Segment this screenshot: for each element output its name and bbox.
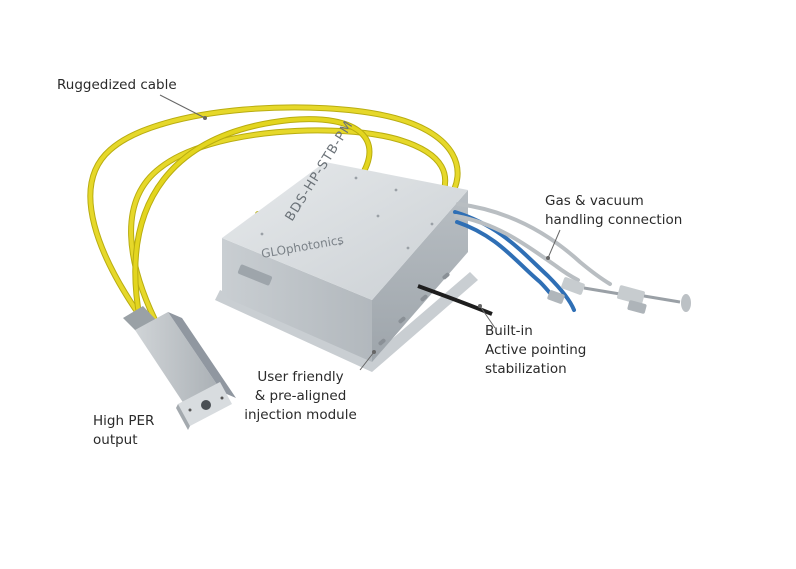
callout-injection-module: User friendly & pre-aligned injection mo… <box>238 368 363 425</box>
ruggedized-cable <box>87 104 461 333</box>
callout-line: Ruggedized cable <box>57 77 177 93</box>
callout-line: handling connection <box>545 212 683 228</box>
callout-line: stabilization <box>485 361 567 377</box>
callout-line: Active pointing <box>485 342 587 358</box>
callout-line: Gas & vacuum <box>545 193 644 209</box>
callout-line: injection module <box>244 407 357 423</box>
callout-line: High PER <box>93 413 155 429</box>
callout-high-per-output: High PER output <box>93 412 154 450</box>
callout-line: & pre-aligned <box>254 388 347 404</box>
callout-line: Built-in <box>485 323 533 339</box>
callout-gas-vacuum: Gas & vacuum handling connection <box>545 192 682 230</box>
output-head <box>123 306 236 430</box>
gas-fittings <box>547 277 691 314</box>
gas-vacuum-tubes <box>453 202 612 312</box>
callout-leaders <box>159 94 561 371</box>
callout-line: output <box>93 432 138 448</box>
callout-active-pointing: Built-in Active pointing stabilization <box>485 322 586 379</box>
callout-line: User friendly <box>257 369 344 385</box>
laser-housing <box>215 162 478 372</box>
callout-ruggedized-cable: Ruggedized cable <box>57 76 177 95</box>
pointing-cable <box>417 284 493 316</box>
